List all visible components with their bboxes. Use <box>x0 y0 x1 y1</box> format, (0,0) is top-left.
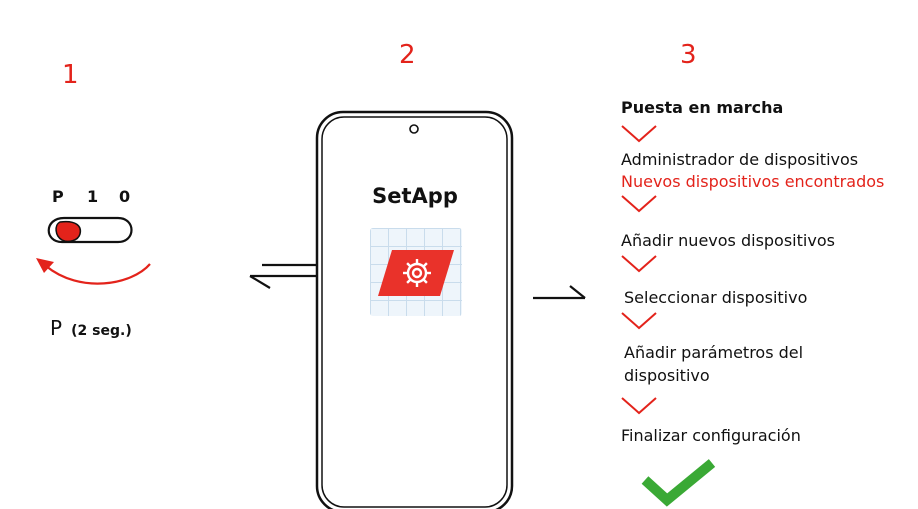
chevron-down-icon <box>621 397 657 415</box>
chevron-down-icon <box>621 312 657 330</box>
flow-step-new-devices-found: Nuevos dispositivos encontrados <box>621 172 885 191</box>
step-number-1: 1 <box>62 60 79 90</box>
checkmark-icon <box>641 459 716 507</box>
step-number-2: 2 <box>399 40 416 70</box>
switch-label-p: P <box>52 187 64 206</box>
step1-caption: P (2 seg.) <box>50 316 132 340</box>
flow-step-devices-admin: Administrador de dispositivos <box>621 150 859 169</box>
rotate-arrow-icon <box>36 258 151 285</box>
chevron-down-icon <box>621 125 657 143</box>
flow-step-select-device: Seleccionar dispositivo <box>624 288 808 307</box>
step1-caption-sub: (2 seg.) <box>71 323 132 339</box>
settings-gear-icon <box>378 250 454 296</box>
switch-label-1: 1 <box>87 187 99 206</box>
setapp-app-icon[interactable] <box>370 228 462 316</box>
flow-step-add-params-line1: Añadir parámetros del <box>624 343 804 362</box>
flow-title: Puesta en marcha <box>621 98 784 117</box>
step-number-3: 3 <box>680 40 697 70</box>
app-name: SetApp <box>372 184 458 208</box>
flow-step-add-devices: Añadir nuevos dispositivos <box>621 231 835 250</box>
chevron-down-icon <box>621 255 657 273</box>
step1-caption-main: P <box>50 316 63 340</box>
chevron-down-icon <box>621 195 657 213</box>
switch-label-0: 0 <box>119 187 131 206</box>
slide-switch-icon <box>47 216 133 244</box>
flow-step-add-params-line2: dispositivo <box>624 366 710 385</box>
arrow-right-icon <box>533 285 586 300</box>
flow-step-finish-config: Finalizar configuración <box>621 426 801 445</box>
